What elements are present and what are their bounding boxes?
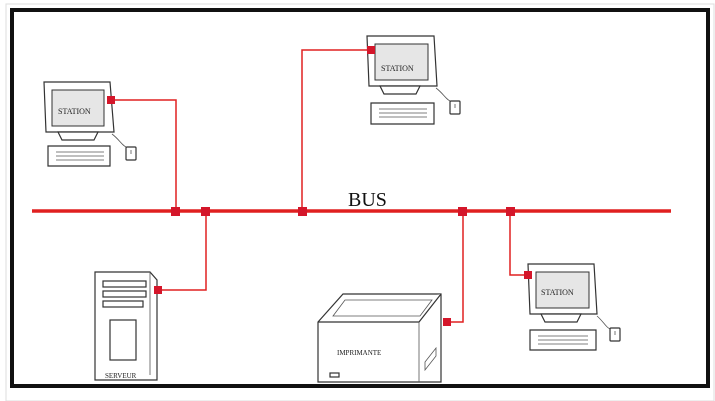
port-node xyxy=(107,96,115,104)
bus-node xyxy=(171,207,180,216)
drive-bay xyxy=(103,291,146,297)
printer-label: IMPRIMANTE xyxy=(337,349,381,357)
station-label: STATION xyxy=(381,64,414,73)
drive-bay xyxy=(103,281,146,287)
printer: IMPRIMANTE xyxy=(318,294,451,382)
port-node xyxy=(367,46,375,54)
printer-button xyxy=(330,373,339,377)
bus-node xyxy=(298,207,307,216)
station-computer: STATION xyxy=(367,36,460,124)
station-label: STATION xyxy=(58,107,91,116)
drive-bay xyxy=(103,301,143,307)
port-node xyxy=(154,286,162,294)
station-computer: STATION xyxy=(44,82,136,166)
station-label: STATION xyxy=(541,288,574,297)
bus-node xyxy=(506,207,515,216)
mouse-cable xyxy=(112,134,128,148)
server-tower: SERVEUR xyxy=(95,272,162,380)
port-node xyxy=(524,271,532,279)
wire-printer xyxy=(447,211,463,322)
bus-label: BUS xyxy=(348,189,387,211)
wire-station-left xyxy=(111,100,176,211)
server-label: SERVEUR xyxy=(105,372,137,380)
screen xyxy=(375,44,428,80)
wire-station-right xyxy=(510,211,528,275)
port-node xyxy=(443,318,451,326)
wire-server xyxy=(158,211,206,290)
station-computer: STATION xyxy=(524,264,620,350)
wire-station-top xyxy=(302,50,371,211)
monitor-stand xyxy=(58,132,98,140)
mouse-cable xyxy=(436,88,452,102)
monitor-stand xyxy=(541,314,581,322)
keyboard-icon xyxy=(371,103,434,124)
bus-node xyxy=(458,207,467,216)
bus-node xyxy=(201,207,210,216)
monitor-stand xyxy=(380,86,420,94)
server-panel xyxy=(110,320,136,360)
